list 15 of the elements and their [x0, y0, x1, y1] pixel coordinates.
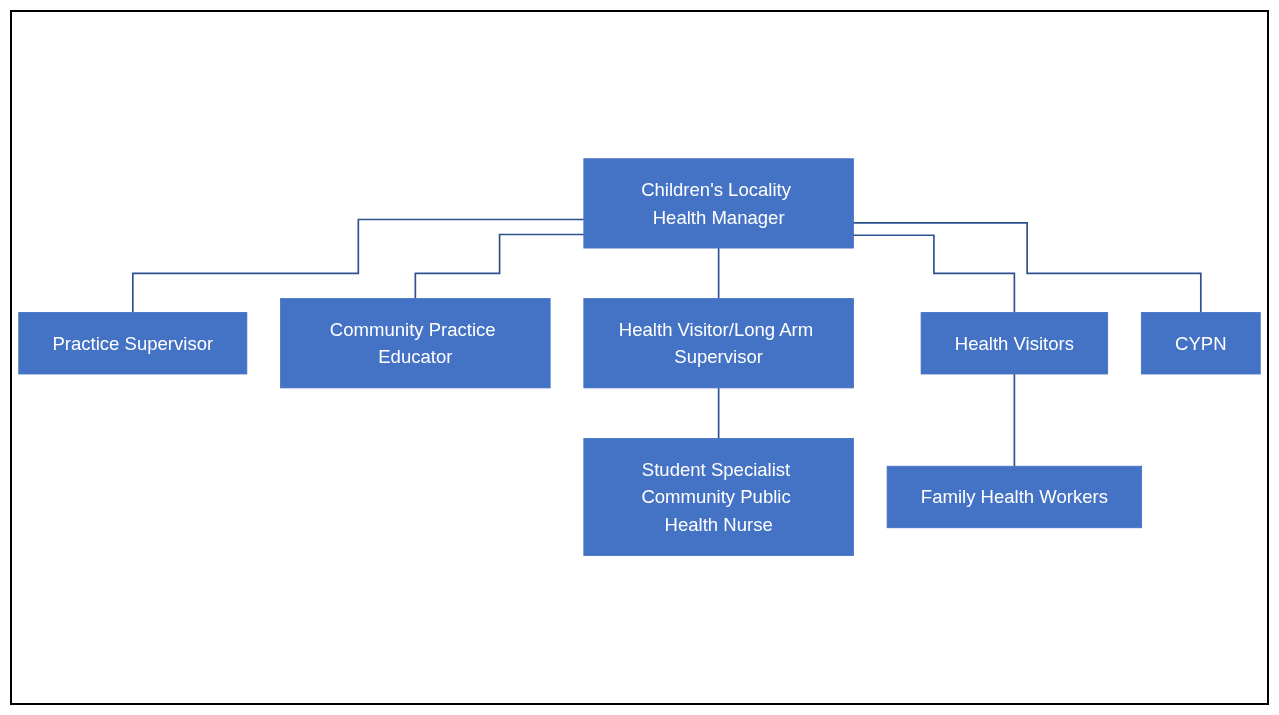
connector: [717, 387, 720, 440]
connector: [1013, 373, 1016, 468]
node-box: Family Health Workers: [886, 466, 1143, 529]
connector: [414, 234, 585, 300]
connector: [717, 247, 720, 300]
node-box: Health Visitor/Long Arm Supervisor: [583, 298, 854, 389]
connector: [131, 219, 585, 314]
node-box: Student Specialist Community Public Health Nurse: [583, 438, 854, 557]
connector: [852, 234, 1016, 314]
connector: [852, 222, 1202, 314]
node-box: Children's Locality Health Manager: [583, 158, 854, 249]
node-box: Health Visitors: [920, 312, 1109, 375]
node-box: Community Practice Educator: [280, 298, 551, 389]
node-box: CYPN: [1140, 312, 1261, 375]
node-box: Practice Supervisor: [18, 312, 248, 375]
